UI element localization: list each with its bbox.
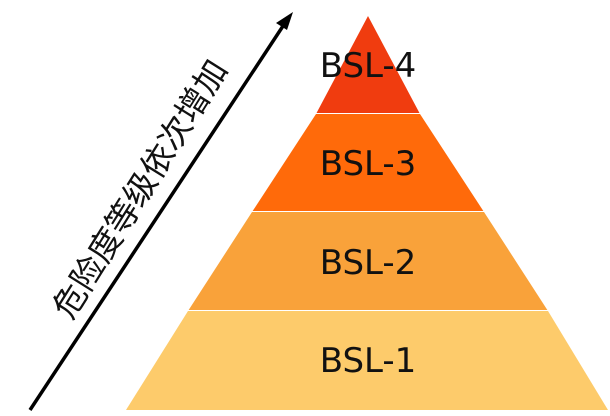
tier-bsl-4: BSL-4 <box>316 16 420 115</box>
tier-bsl-4-shape <box>316 16 420 114</box>
tier-bsl-3-label: BSL-3 <box>320 144 417 184</box>
pyramid: BSL-4 BSL-3 BSL-2 BSL-1 <box>126 16 608 410</box>
tier-bsl-1-shape <box>126 311 608 410</box>
tier-bsl-2-label: BSL-2 <box>320 243 417 283</box>
tier-bsl-2: BSL-2 <box>188 212 548 312</box>
tier-bsl-1: BSL-1 <box>126 311 608 410</box>
tier-bsl-1-label: BSL-1 <box>320 341 417 381</box>
risk-arrow-shaft <box>28 25 285 411</box>
risk-arrow-head-icon <box>276 12 293 30</box>
tier-bsl-3: BSL-3 <box>252 114 484 213</box>
tier-bsl-2-shape <box>188 212 548 311</box>
tier-bsl-4-label: BSL-4 <box>320 46 417 86</box>
tier-bsl-3-shape <box>252 114 484 212</box>
